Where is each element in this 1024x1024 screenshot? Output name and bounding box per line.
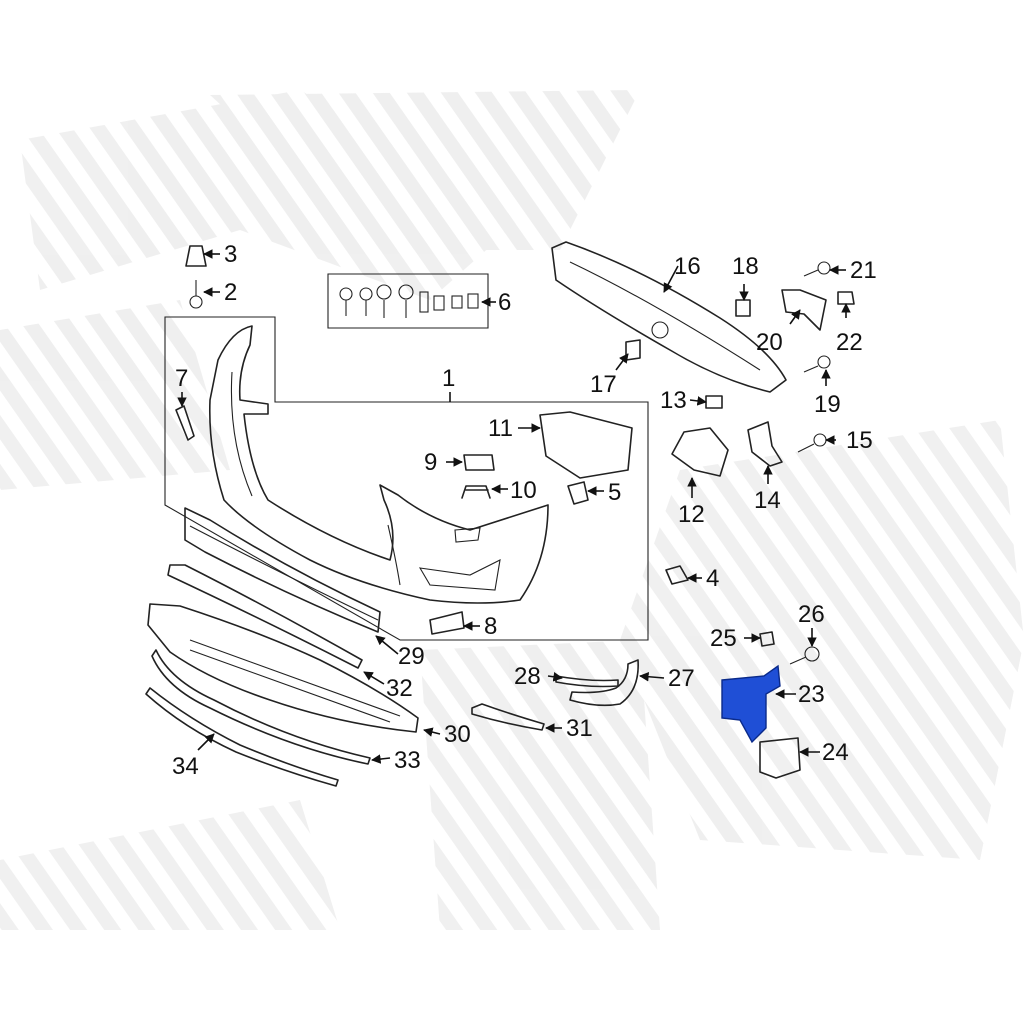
- callout-4: 4: [706, 565, 719, 592]
- part-8-reflector[interactable]: [429, 611, 465, 635]
- callout-10: 10: [510, 477, 537, 504]
- callout-33: 33: [394, 747, 421, 774]
- part-33-trim[interactable]: [151, 649, 371, 765]
- part-28-trim[interactable]: [555, 675, 619, 688]
- part-2-bolt[interactable]: [189, 280, 203, 309]
- callout-16: 16: [674, 253, 701, 280]
- callout-27: 27: [668, 665, 695, 692]
- group-frame-6: [327, 273, 489, 329]
- part-27-trim[interactable]: [569, 659, 639, 707]
- part-17-clip[interactable]: [625, 339, 641, 361]
- part-5-bracket[interactable]: [567, 481, 589, 505]
- callout-28: 28: [514, 663, 541, 690]
- callout-21: 21: [850, 257, 877, 284]
- callout-2: 2: [224, 279, 237, 306]
- callout-6: 6: [498, 289, 511, 316]
- part-12-bracket[interactable]: [671, 427, 729, 477]
- callout-29: 29: [398, 643, 425, 670]
- callout-15: 15: [846, 427, 873, 454]
- callout-5: 5: [608, 479, 621, 506]
- callout-23: 23: [798, 681, 825, 708]
- callout-30: 30: [444, 721, 471, 748]
- callout-17: 17: [590, 371, 617, 398]
- callout-22: 22: [836, 329, 863, 356]
- watermark: [0, 90, 1024, 930]
- part-30-skid-plate[interactable]: [147, 603, 419, 733]
- part-1-bumper-cover[interactable]: [208, 325, 549, 604]
- leader-lines: [177, 249, 851, 764]
- group-frame-1: [164, 316, 649, 641]
- part-21-screw[interactable]: [803, 261, 831, 277]
- callout-1: 1: [442, 365, 455, 392]
- callout-14: 14: [754, 487, 781, 514]
- part-3-nut[interactable]: [185, 245, 207, 267]
- callout-7: 7: [175, 365, 188, 392]
- part-18-clip[interactable]: [735, 299, 751, 317]
- callout-34: 34: [172, 753, 199, 780]
- part-32-strip[interactable]: [167, 564, 363, 669]
- part-23-bracket-highlighted[interactable]: [721, 664, 781, 744]
- part-7-clip[interactable]: [175, 405, 195, 441]
- callout-31: 31: [566, 715, 593, 742]
- callout-8: 8: [484, 613, 497, 640]
- part-34-strip[interactable]: [145, 687, 339, 787]
- part-26-bolt[interactable]: [789, 646, 820, 665]
- callout-18: 18: [732, 253, 759, 280]
- part-10-bracket[interactable]: [461, 485, 491, 499]
- callout-9: 9: [424, 449, 437, 476]
- callout-labels: 1 2 3 4 5 6 7 8 9 10 11 12 13 14 15 16 1…: [172, 241, 877, 780]
- part-22-nut[interactable]: [837, 291, 855, 305]
- callout-19: 19: [814, 391, 841, 418]
- callout-3: 3: [224, 241, 237, 268]
- part-29-grille[interactable]: [184, 507, 381, 633]
- part-16-absorber[interactable]: [551, 241, 787, 393]
- part-31-trim[interactable]: [471, 703, 545, 731]
- callout-26: 26: [798, 601, 825, 628]
- part-14-bracket[interactable]: [747, 421, 783, 467]
- part-24-panel[interactable]: [759, 737, 801, 779]
- callout-24: 24: [822, 739, 849, 766]
- callout-25: 25: [710, 625, 737, 652]
- callout-20: 20: [756, 329, 783, 356]
- part-13-clip[interactable]: [705, 395, 723, 409]
- callout-13: 13: [660, 387, 687, 414]
- part-11-bracket[interactable]: [539, 411, 633, 479]
- callout-12: 12: [678, 501, 705, 528]
- part-20-bracket[interactable]: [781, 289, 827, 331]
- callout-32: 32: [386, 675, 413, 702]
- part-6-fasteners[interactable]: [339, 284, 479, 318]
- part-19-screw[interactable]: [803, 355, 831, 373]
- part-9-sensor[interactable]: [463, 454, 495, 471]
- callout-11: 11: [488, 415, 513, 442]
- part-25-nut[interactable]: [759, 631, 775, 647]
